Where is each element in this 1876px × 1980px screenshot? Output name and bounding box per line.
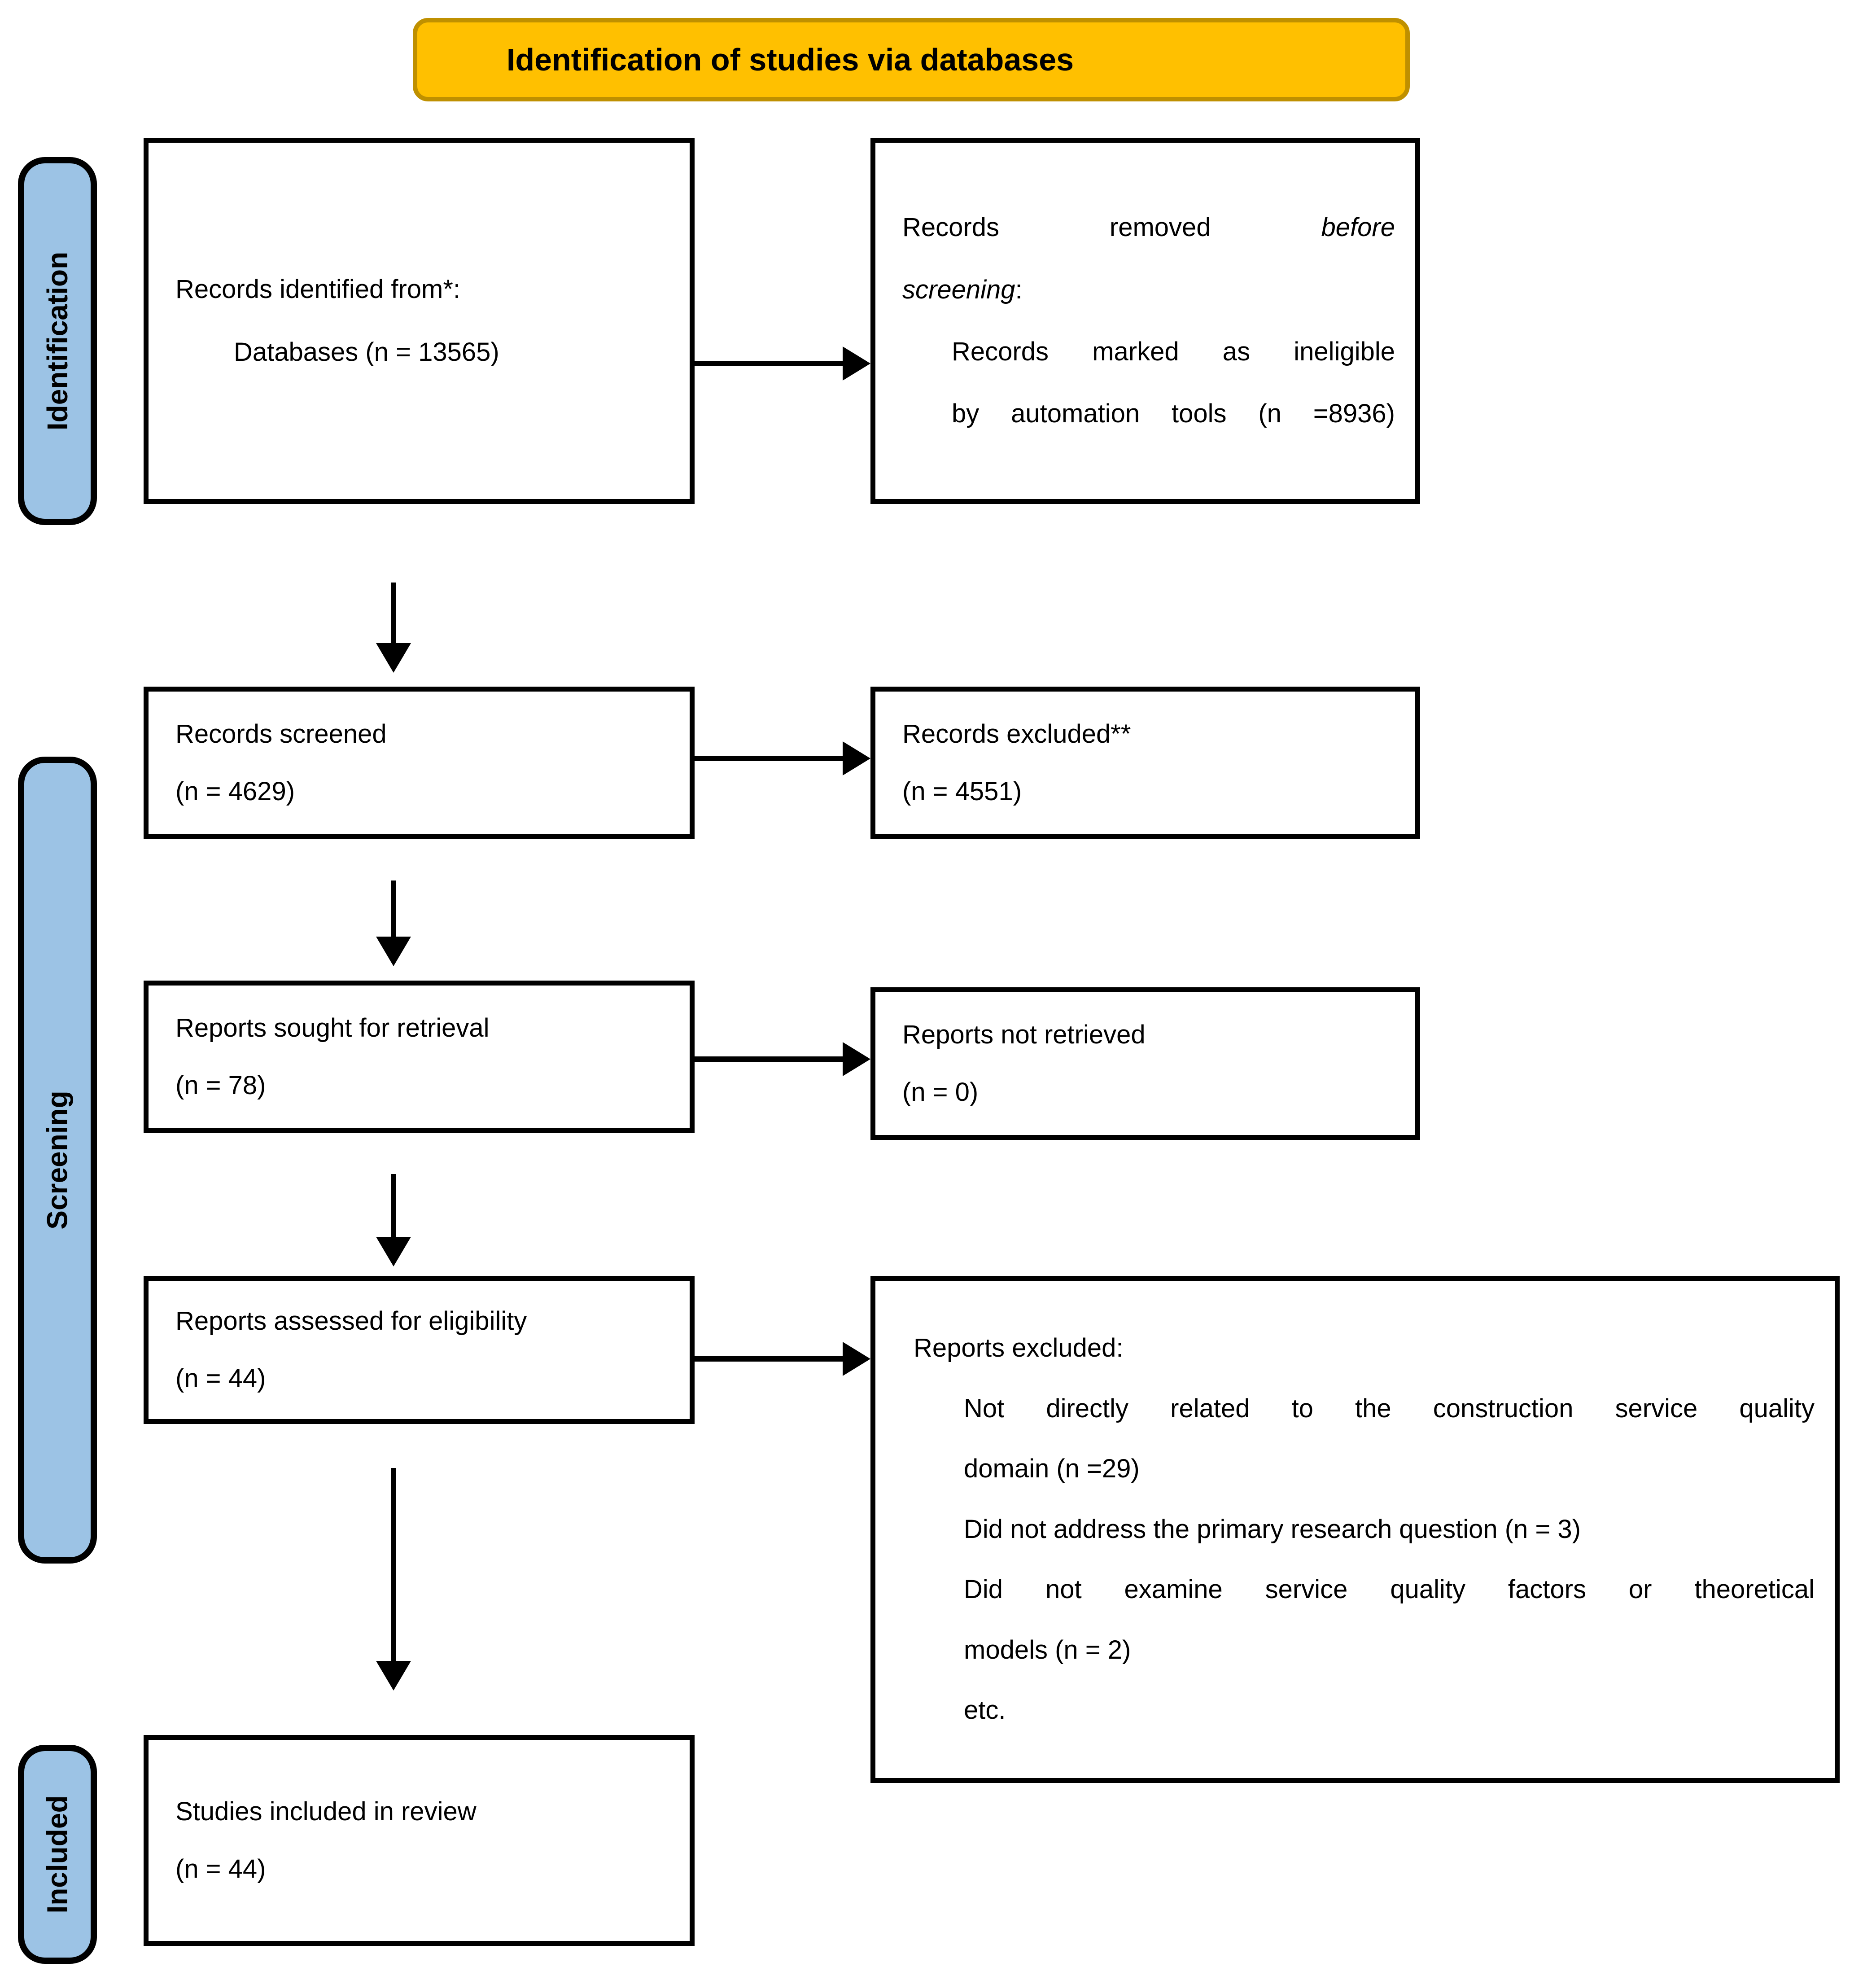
box-line: (n = 4629)	[175, 777, 295, 806]
arrow-head-icon	[843, 741, 870, 775]
box-line-text: Records removed	[902, 213, 1211, 242]
box-records-screened: Records screened (n = 4629)	[144, 687, 695, 839]
arrow-line	[391, 880, 396, 937]
box-line: etc.	[964, 1695, 1006, 1725]
box-line: Studies included in review	[175, 1796, 477, 1826]
arrow-head-icon	[376, 1237, 411, 1266]
stage-screening: Screening	[18, 757, 97, 1564]
box-reports-sought: Reports sought for retrieval (n = 78)	[144, 981, 695, 1133]
box-line: (n = 44)	[175, 1854, 266, 1884]
box-line: Reports not retrieved	[902, 1020, 1146, 1049]
box-line: screening:	[875, 275, 1415, 305]
banner-identification-via-databases: Identification of studies via databases	[413, 18, 1410, 101]
arrow-line	[391, 1468, 396, 1661]
arrow-head-icon	[843, 346, 870, 381]
box-line: Records removed before	[875, 212, 1415, 243]
box-line: models (n = 2)	[964, 1635, 1131, 1665]
box-line: (n = 78)	[175, 1071, 266, 1100]
arrow-line	[695, 1056, 844, 1062]
box-line: (n = 44)	[175, 1364, 266, 1393]
stage-screening-label: Screening	[41, 1091, 74, 1230]
box-reports-excluded-reasons: Reports excluded: Not directly related t…	[870, 1276, 1840, 1783]
box-line: (n = 4551)	[902, 777, 1022, 806]
stage-included: Included	[18, 1745, 97, 1964]
box-records-identified: Records identified from*: Databases (n =…	[144, 138, 695, 504]
box-line: Records marked as ineligible	[952, 337, 1395, 366]
box-line: Reports assessed for eligibility	[175, 1306, 527, 1336]
box-line-text: :	[1015, 275, 1023, 304]
box-reports-not-retrieved: Reports not retrieved (n = 0)	[870, 987, 1420, 1140]
box-line: domain (n =29)	[964, 1454, 1140, 1484]
box-reports-assessed: Reports assessed for eligibility (n = 44…	[144, 1276, 695, 1424]
arrow-head-icon	[376, 1661, 411, 1691]
box-studies-included: Studies included in review (n = 44)	[144, 1735, 695, 1946]
banner-title: Identification of studies via databases	[506, 42, 1074, 77]
box-line: Databases (n = 13565)	[234, 337, 499, 367]
arrow-line	[391, 583, 396, 643]
stage-included-label: Included	[41, 1795, 74, 1914]
box-line: Records screened	[175, 719, 387, 749]
arrow-line	[695, 756, 844, 761]
stage-identification: Identification	[18, 157, 97, 525]
box-line: Did not examine service quality factors …	[964, 1575, 1815, 1604]
box-line-text-italic: screening	[902, 275, 1015, 304]
arrow-line	[695, 1356, 844, 1362]
box-line: Reports excluded:	[914, 1333, 1124, 1363]
box-line: Records excluded**	[902, 719, 1131, 749]
box-line: (n = 0)	[902, 1078, 979, 1107]
arrow-line	[391, 1174, 396, 1237]
arrow-head-icon	[843, 1342, 870, 1376]
arrow-head-icon	[843, 1042, 870, 1076]
box-line-text-italic: before	[1321, 213, 1395, 242]
box-line: by automation tools (n =8936)	[952, 399, 1395, 429]
arrow-head-icon	[376, 643, 411, 673]
box-line: Not directly related to the construction…	[964, 1393, 1815, 1423]
arrow-line	[695, 361, 844, 366]
box-line: Records identified from*:	[175, 274, 461, 304]
box-line: Reports sought for retrieval	[175, 1013, 490, 1043]
box-records-removed-before-screening: Records removed before screening: Record…	[870, 138, 1420, 504]
arrow-head-icon	[376, 937, 411, 966]
stage-identification-label: Identification	[41, 251, 74, 431]
box-records-excluded: Records excluded** (n = 4551)	[870, 687, 1420, 839]
box-line: Did not address the primary research que…	[964, 1514, 1581, 1544]
